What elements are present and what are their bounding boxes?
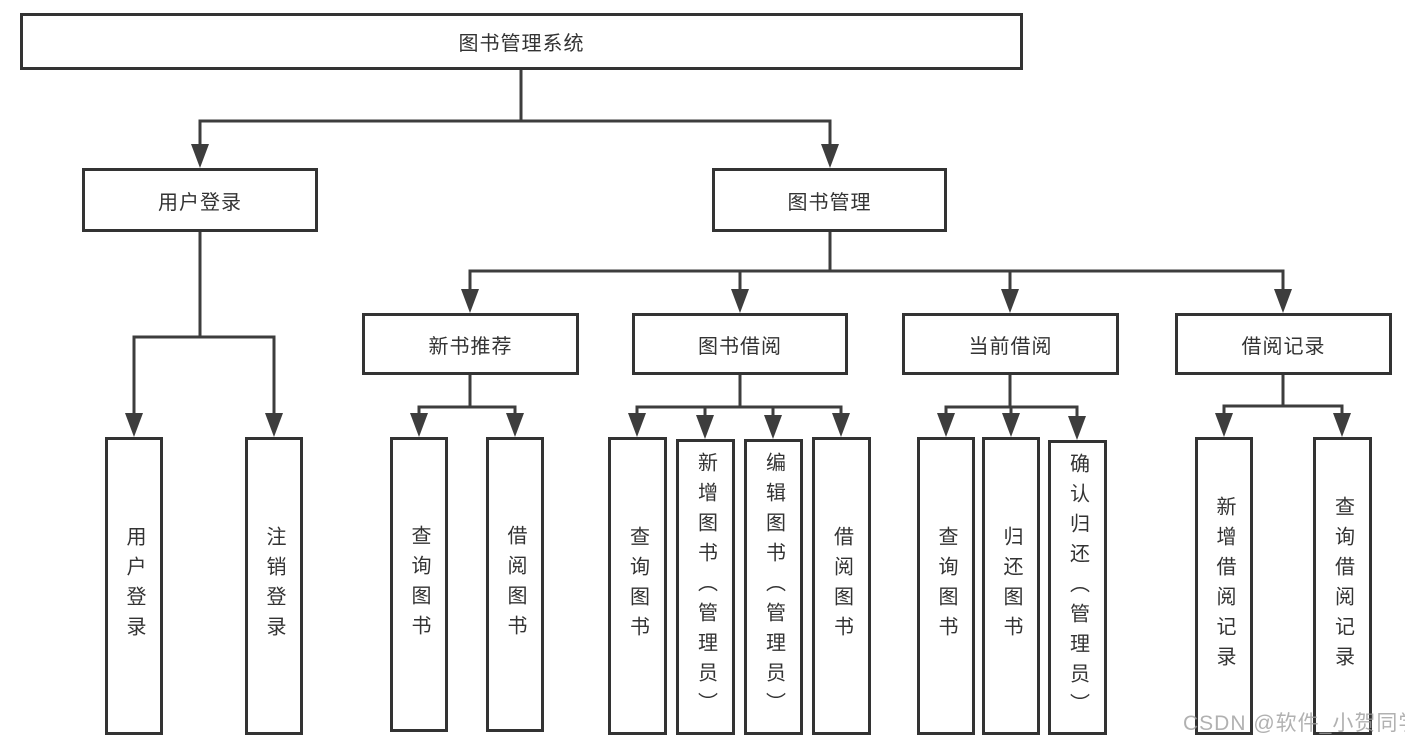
node-new-book-recommendation: 新书推荐: [362, 313, 579, 375]
node-borrowing-records-label: 借阅记录: [1241, 335, 1326, 358]
leaf-query-books-current-label: 查询图书: [935, 526, 957, 646]
node-root-label: 图书管理系统: [458, 33, 585, 55]
node-book-management: 图书管理: [712, 168, 947, 232]
node-book-borrowing-label: 图书借阅: [698, 335, 782, 358]
leaf-logout: 注销登录: [245, 437, 303, 735]
leaf-confirm-return-admin: 确认归还（管理员）: [1048, 440, 1107, 735]
arrowhead-icon: [191, 144, 209, 168]
node-book-borrowing: 图书借阅: [632, 313, 848, 375]
arrowhead-icon: [265, 413, 283, 437]
node-root: 图书管理系统: [20, 13, 1023, 70]
connector-borrowing-records: [1222, 375, 1344, 416]
node-current-borrowing-label: 当前借阅: [968, 335, 1053, 358]
arrowhead-icon: [696, 415, 714, 439]
connector-root-to-level2: [198, 70, 832, 147]
node-user-login: 用户登录: [82, 168, 318, 232]
arrowhead-icon: [1068, 416, 1086, 440]
leaf-query-borrow-record-label: 查询借阅记录: [1331, 496, 1354, 676]
arrowhead-icon: [764, 415, 782, 439]
watermark: CSDN @软件_小贺同学: [1183, 712, 1405, 735]
arrowhead-icon: [1002, 413, 1020, 437]
node-user-login-label: 用户登录: [158, 191, 242, 214]
leaf-confirm-return-admin-label: 确认归还（管理员）: [1066, 452, 1089, 723]
leaf-user-login: 用户登录: [105, 437, 163, 735]
leaf-return-books-label: 归还图书: [1000, 526, 1022, 646]
leaf-borrow-books: 借阅图书: [812, 437, 871, 735]
connector-current-borrowing: [944, 375, 1079, 419]
connector-book-borrowing: [635, 375, 843, 418]
leaf-borrow-books-recommend-label: 借阅图书: [504, 524, 526, 645]
arrowhead-icon: [125, 413, 143, 437]
leaf-query-books-borrowing-label: 查询图书: [626, 526, 649, 646]
node-book-management-label: 图书管理: [787, 191, 872, 214]
leaf-query-books-current: 查询图书: [917, 437, 975, 735]
connector-user-login-to-leaves: [132, 232, 276, 416]
arrowhead-icon: [731, 289, 749, 313]
leaf-user-login-label: 用户登录: [123, 526, 145, 646]
arrowhead-icon: [1001, 289, 1019, 313]
leaf-add-book-admin-label: 新增图书（管理员）: [694, 452, 717, 722]
leaf-add-borrow-record-label: 新增借阅记录: [1213, 496, 1235, 676]
leaf-query-books-borrowing: 查询图书: [608, 437, 667, 735]
leaf-query-books-recommend: 查询图书: [390, 437, 448, 732]
leaf-query-books-recommend-label: 查询图书: [408, 524, 430, 645]
arrowhead-icon: [506, 413, 524, 437]
connector-book-management-to-level3: [468, 232, 1285, 292]
connector-path: [132, 70, 1344, 419]
arrowhead-icon: [410, 413, 428, 437]
leaf-add-borrow-record: 新增借阅记录: [1195, 437, 1253, 735]
leaf-return-books: 归还图书: [982, 437, 1040, 735]
leaf-edit-book-admin: 编辑图书（管理员）: [744, 439, 803, 735]
arrowhead-icon: [461, 289, 479, 313]
arrowhead-icon: [937, 413, 955, 437]
arrowhead-icon: [832, 413, 850, 437]
leaf-logout-label: 注销登录: [263, 526, 285, 646]
leaf-query-borrow-record: 查询借阅记录: [1313, 437, 1372, 735]
node-new-book-recommendation-label: 新书推荐: [428, 335, 513, 358]
arrowhead-icon: [1215, 413, 1233, 437]
arrowhead-icon: [821, 144, 839, 168]
arrowhead-icon: [628, 413, 646, 437]
node-borrowing-records: 借阅记录: [1175, 313, 1392, 375]
leaf-borrow-books-recommend: 借阅图书: [486, 437, 544, 732]
leaf-edit-book-admin-label: 编辑图书（管理员）: [762, 452, 785, 722]
arrowhead-icon: [1333, 413, 1351, 437]
leaf-add-book-admin: 新增图书（管理员）: [676, 439, 735, 735]
connector-new-book-recommendation: [417, 375, 517, 416]
arrowhead-icon: [1274, 289, 1292, 313]
node-current-borrowing: 当前借阅: [902, 313, 1119, 375]
leaf-borrow-books-label: 借阅图书: [830, 526, 853, 646]
